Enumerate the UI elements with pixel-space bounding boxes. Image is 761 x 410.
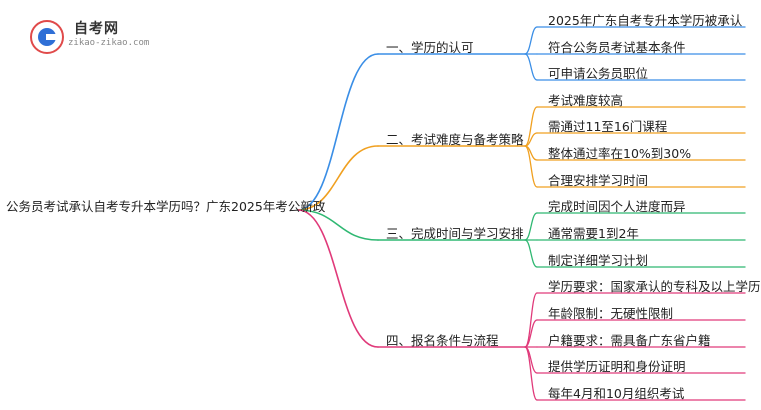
- leaf-connector: [524, 212, 538, 241]
- branch-label: 四、报名条件与流程: [386, 333, 499, 348]
- mindmap-root: 公务员考试承认自考专升本学历吗？广东2025年考公新政: [6, 199, 326, 214]
- leaf-label: 符合公务员考试基本条件: [548, 40, 686, 55]
- leaf-label: 整体通过率在10%到30%: [548, 146, 692, 161]
- leaf-label: 考试难度较高: [548, 93, 624, 108]
- branch-label: 二、考试难度与备考策略: [386, 132, 524, 147]
- logo-mark-icon: [30, 20, 64, 54]
- leaf-label: 提供学历证明和身份证明: [548, 359, 686, 374]
- branch-connector: [297, 145, 379, 211]
- leaf-label: 需通过11至16门课程: [548, 119, 668, 134]
- leaf-label: 可申请公务员职位: [548, 66, 649, 81]
- leaf-label: 户籍要求：需具备广东省户籍: [548, 333, 711, 348]
- leaf-connector: [524, 145, 538, 188]
- branch-connector: [297, 53, 379, 211]
- leaf-connector: [524, 239, 538, 268]
- leaf-connector: [524, 132, 538, 147]
- leaf-label: 每年4月和10月组织考试: [548, 386, 685, 401]
- site-logo[interactable]: 自考网 zikao-zikao.com: [30, 18, 170, 54]
- leaf-label: 通常需要1到2年: [548, 226, 639, 241]
- leaf-label: 学历要求：国家承认的专科及以上学历: [548, 279, 761, 294]
- leaf-label: 年龄限制：无硬性限制: [548, 306, 674, 321]
- leaf-label: 合理安排学习时间: [548, 173, 649, 188]
- logo-title: 自考网: [74, 21, 119, 37]
- logo-url: zikao-zikao.com: [68, 38, 150, 48]
- branch-label: 一、学历的认可: [386, 40, 474, 55]
- leaf-connector: [524, 106, 538, 147]
- leaf-label: 制定详细学习计划: [548, 253, 649, 268]
- leaf-connector: [524, 319, 538, 348]
- leaf-connector: [524, 292, 538, 348]
- leaf-connector: [524, 26, 538, 55]
- branch-connector: [297, 209, 379, 348]
- leaf-label: 完成时间因个人进度而异: [548, 199, 686, 214]
- branch-connector: [297, 209, 379, 241]
- leaf-connector: [524, 53, 538, 81]
- leaf-connector: [524, 346, 538, 401]
- branch-label: 三、完成时间与学习安排: [386, 226, 524, 241]
- leaf-label: 2025年广东自考专升本学历被承认: [548, 13, 743, 28]
